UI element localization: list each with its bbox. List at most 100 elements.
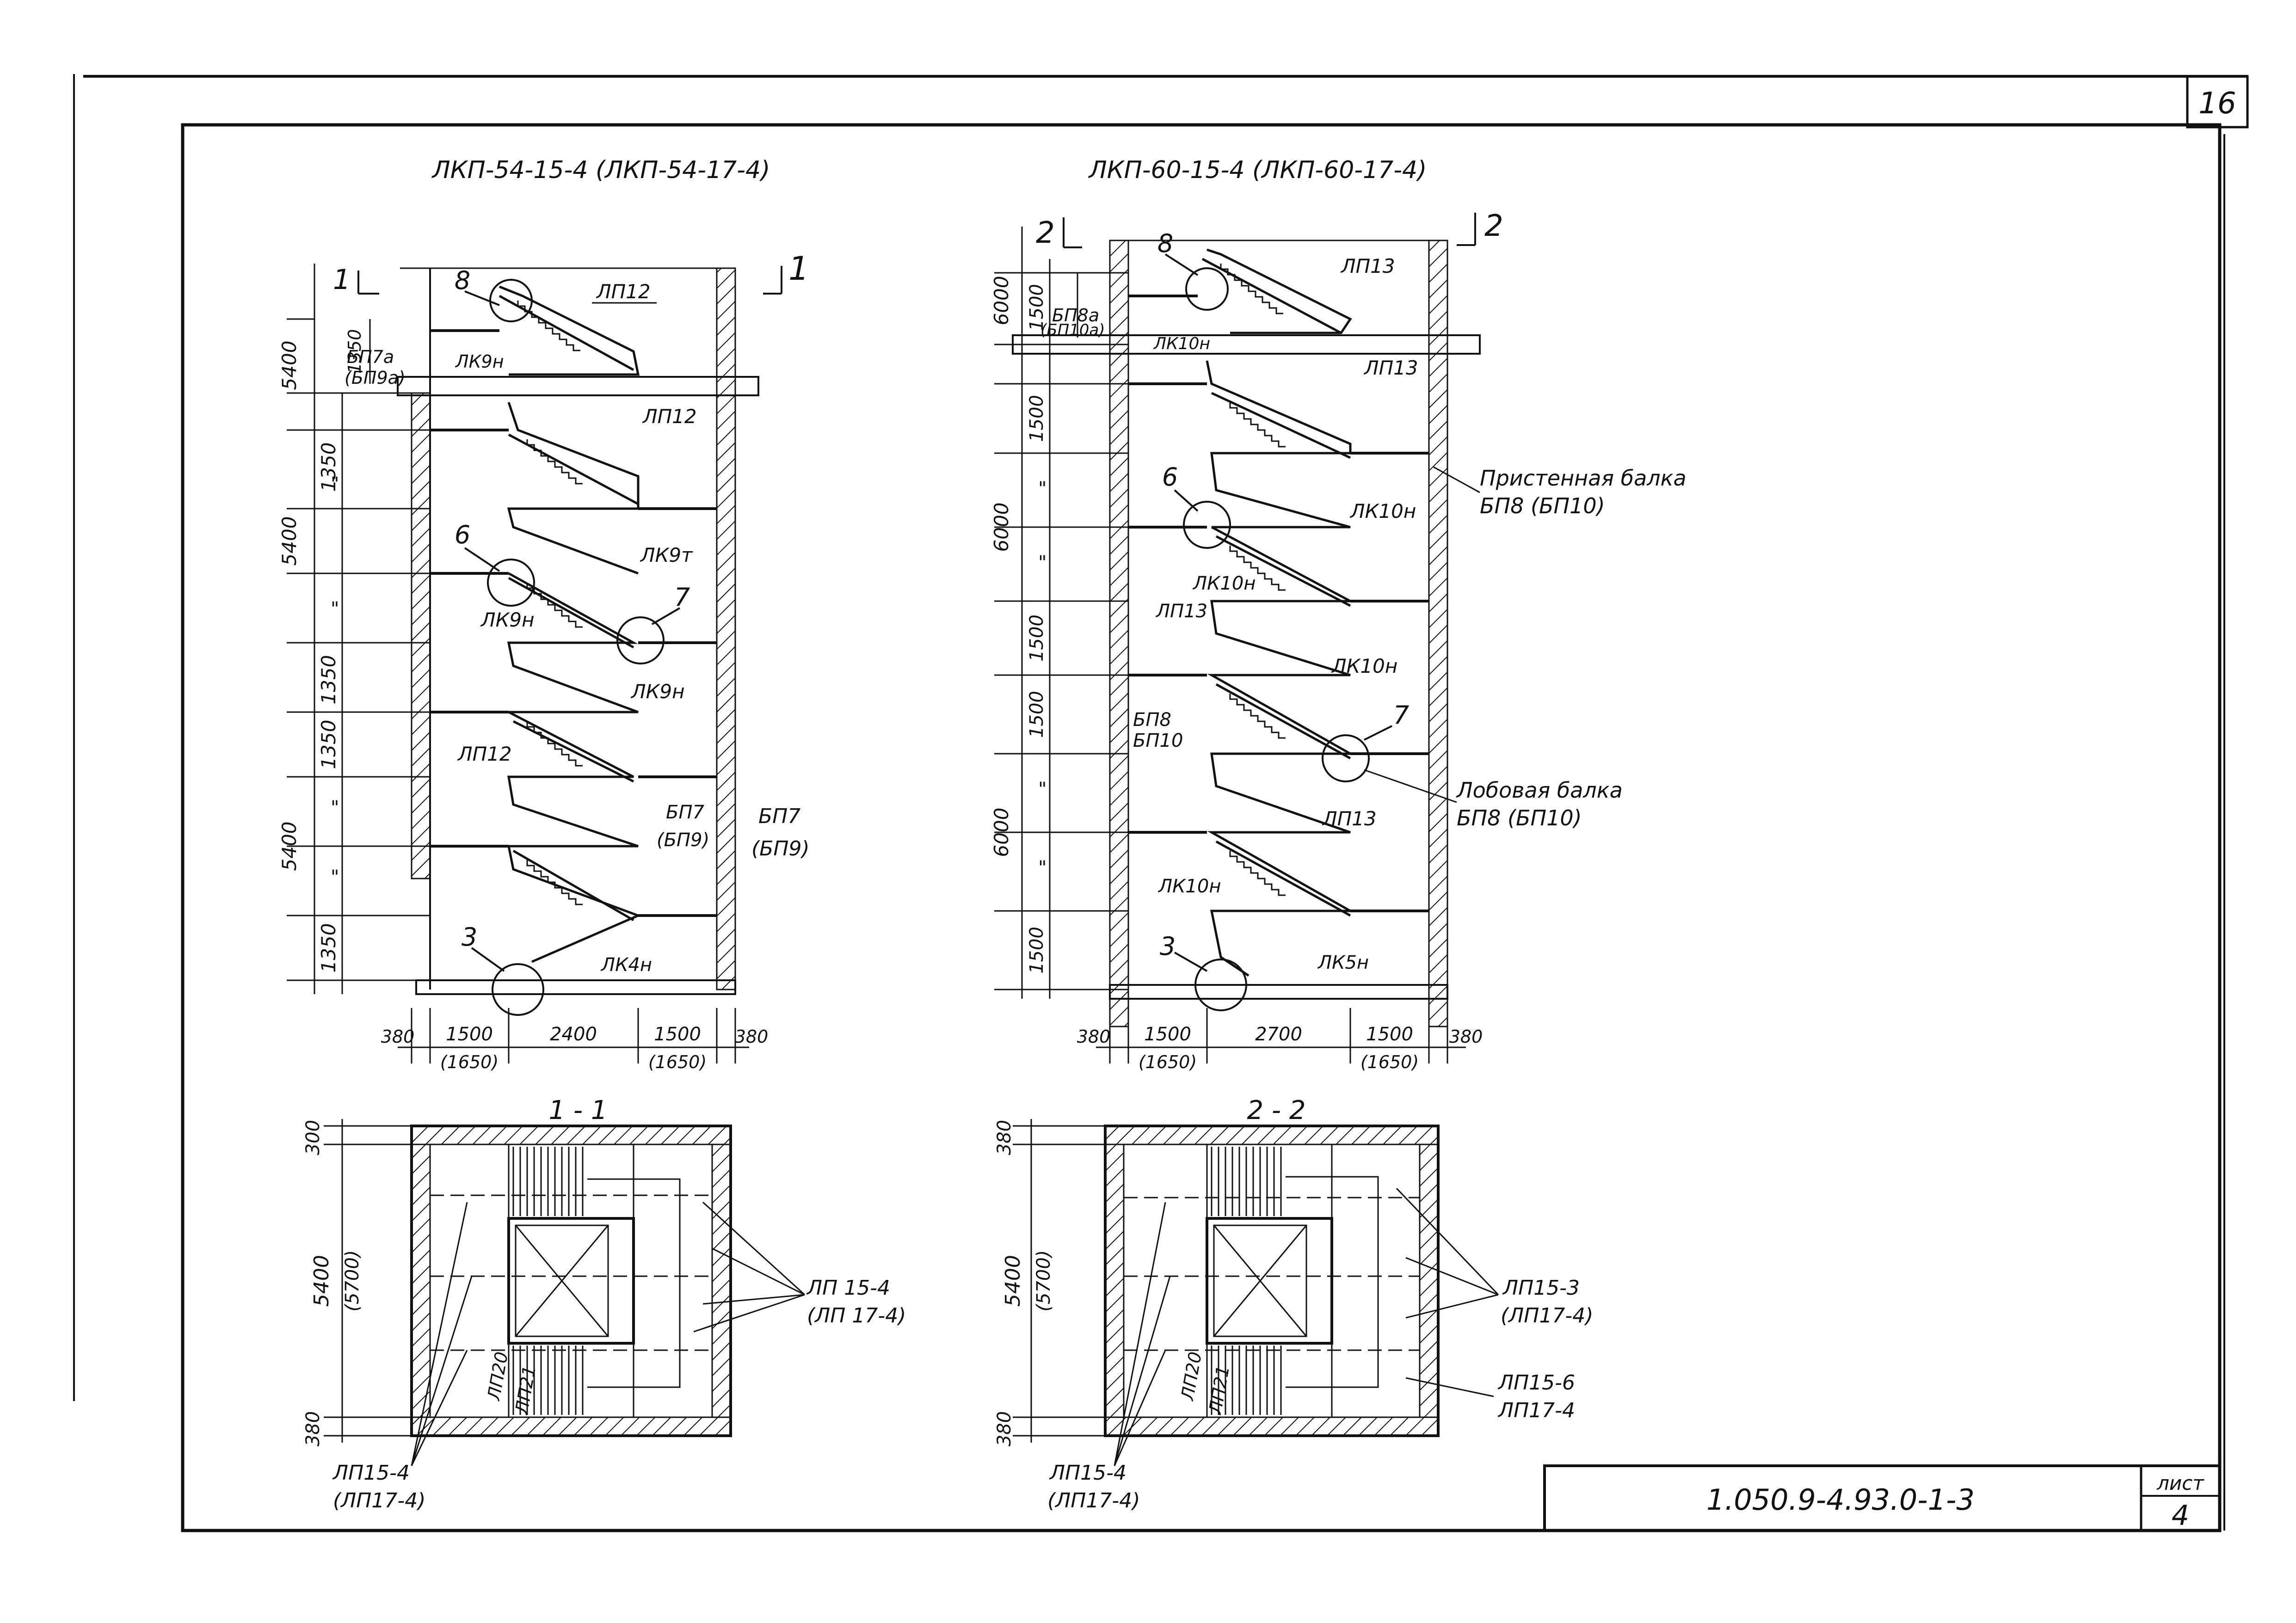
right-lk10n-d: ЛК10н [1157,876,1221,897]
plan-left-dim-0: 300 [302,1120,324,1155]
left-hatch-dim-1: " [331,797,339,818]
right-dim-v-7: 1500 [1026,927,1047,974]
right-callout-7: 7 [1393,701,1409,730]
plan-right-dim-3: 380 [994,1411,1015,1446]
right-dim-b-1: 1500 [1144,1024,1191,1045]
title-block: 1.050.9-4.93.0-1-3 лист 4 [1543,1464,2221,1532]
right-callout-8: 8 [1157,229,1173,258]
right-dim-v-5: 1500 [1026,691,1047,738]
plan-right-dim-1: 5400 [1001,1255,1025,1307]
left-callout-8-circle [489,279,533,322]
right-bp8: БП8 [1133,709,1171,731]
landing-beam-title: Лобовая балка [1456,778,1623,803]
plan-right-lp-right2-alt: ЛП17-4 [1497,1399,1575,1422]
left-lp3: ЛП12 [457,743,512,765]
left-dim-v-2: 5400 [278,516,301,566]
left-dim-v-4: 1350 [317,720,340,769]
right-dim-b-5: (1650) [1360,1052,1419,1072]
left-bp9-inner: (БП9) [657,830,709,851]
left-dim-top: 1350 [345,329,365,374]
right-wall-left [1109,240,1129,1027]
left-callout-8: 8 [455,266,470,295]
right-lk5n: ЛК5н [1317,952,1369,973]
page-number: 16 [2198,86,2236,121]
left-bp-top-alt: (БП9а) [345,368,406,388]
plan-right-title: 2 - 2 [1247,1095,1305,1125]
right-dim-b-0: 380 [1077,1027,1111,1047]
plan-left-dim-1: 5400 [310,1255,333,1307]
right-callout-3: 3 [1160,932,1176,961]
left-lk9n-1: ЛК9н [480,609,535,631]
plan-right-lp20: ЛП20 [1177,1350,1206,1403]
left-hatch-dim-2: " [331,867,339,888]
plan-right-lp-right-alt: (ЛП17-4) [1501,1304,1593,1328]
right-cut-mark-right: 2 [1484,209,1503,243]
right-callout-7-circle [1322,734,1370,782]
right-hatch-dim-1: " [1038,552,1046,573]
wall-beam-title: Пристенная балка [1480,466,1687,491]
left-cut-mark-right: 1 [788,250,809,288]
right-cut-mark-left: 2 [1036,216,1055,250]
right-lp2: ЛП13 [1363,357,1418,379]
plan-right-lp-right: ЛП15-3 [1502,1276,1580,1300]
right-callout-6: 6 [1162,462,1178,492]
plan-right-dim-0: 380 [994,1120,1015,1155]
right-wall-right [1428,240,1448,1027]
frame: 16 [73,74,2249,1532]
plan-left-title: 1 - 1 [548,1095,607,1125]
left-bp9-outer: (БП9) [751,837,810,861]
right-lp4: ЛП13 [1322,807,1377,830]
right-dim-b-3: 2700 [1255,1024,1302,1045]
right-bp-top-alt: (БП10а) [1040,321,1105,339]
right-lk-top: ЛК10н [1153,334,1210,353]
left-dim-b-5: (1650) [648,1052,707,1072]
sheet-label: лист [2156,1472,2204,1494]
right-hatch-dim-2: " [1038,779,1046,800]
left-dim-v-0: 5400 [278,341,301,390]
left-lk-top: ЛК9н [455,351,504,372]
right-lk10n-a: ЛК10н [1349,500,1416,523]
right-bp10: БП10 [1133,730,1183,751]
left-callout-3: 3 [462,922,477,952]
left-dim-b-6: 380 [735,1027,769,1047]
right-callout-6-circle [1183,501,1231,549]
left-callout-7: 7 [674,583,690,612]
left-cut-mark-left: 1 [333,264,351,296]
left-callout-7-circle [616,616,665,664]
left-dim-v-3: 1350 [317,655,340,705]
plan-2-2: 2 - 2 380 5400 (5700) [994,1095,1593,1512]
left-dim-b-1: 1500 [446,1024,493,1045]
right-hatch-dim-0: " [1038,478,1046,499]
left-callout-6-circle [487,559,535,607]
left-bp7-inner: БП7 [666,802,705,823]
right-section-title: ЛКП-60-15-4 (ЛКП-60-17-4) [1088,156,1427,184]
landing-beam-code: БП8 (БП10) [1457,805,1582,830]
right-hatch-dim-3: " [1038,857,1046,879]
left-dim-b-2: (1650) [440,1052,499,1072]
plan-left-lp-right: ЛП 15-4 [806,1276,890,1300]
right-lp-top: ЛП13 [1340,255,1395,277]
right-lp3: ЛП13 [1155,601,1207,622]
left-dim-b-4: 1500 [654,1024,701,1045]
wall-beam-code: БП8 (БП10) [1480,493,1605,518]
left-lk4n: ЛК4н [600,954,652,976]
plan-1-1: 1 - 1 300 5400 (5 [302,1095,906,1512]
plan-left-lp21: ЛП21 [511,1364,540,1417]
left-lp2: ЛП12 [642,405,697,428]
left-lk9n-2: ЛК9н [630,680,685,703]
plan-right-lp-right2: ЛП15-6 [1497,1371,1575,1395]
plan-left-lp-right-alt: (ЛП 17-4) [807,1304,906,1328]
left-bp7-outer: БП7 [758,805,800,828]
plan-left-lp-bottom: ЛП15-4 [332,1461,410,1485]
right-stair-section: ЛКП-60-15-4 (ЛКП-60-17-4) [990,156,1687,1072]
right-dim-v-2: 1500 [1026,395,1047,442]
left-dim-b-3: 2400 [550,1024,597,1045]
right-dim-v-4: 1500 [1026,615,1047,662]
right-dim-v-1: 1500 [1026,284,1047,331]
document-code: 1.050.9-4.93.0-1-3 [1706,1483,1975,1517]
right-dim-b-2: (1650) [1139,1052,1197,1072]
plan-right-lp-bottom-alt: (ЛП17-4) [1047,1489,1140,1512]
left-dim-v-1: 1350 [317,443,340,492]
left-dim-v-5: 5400 [278,822,301,871]
right-dim-v-0: 6000 [990,276,1013,326]
